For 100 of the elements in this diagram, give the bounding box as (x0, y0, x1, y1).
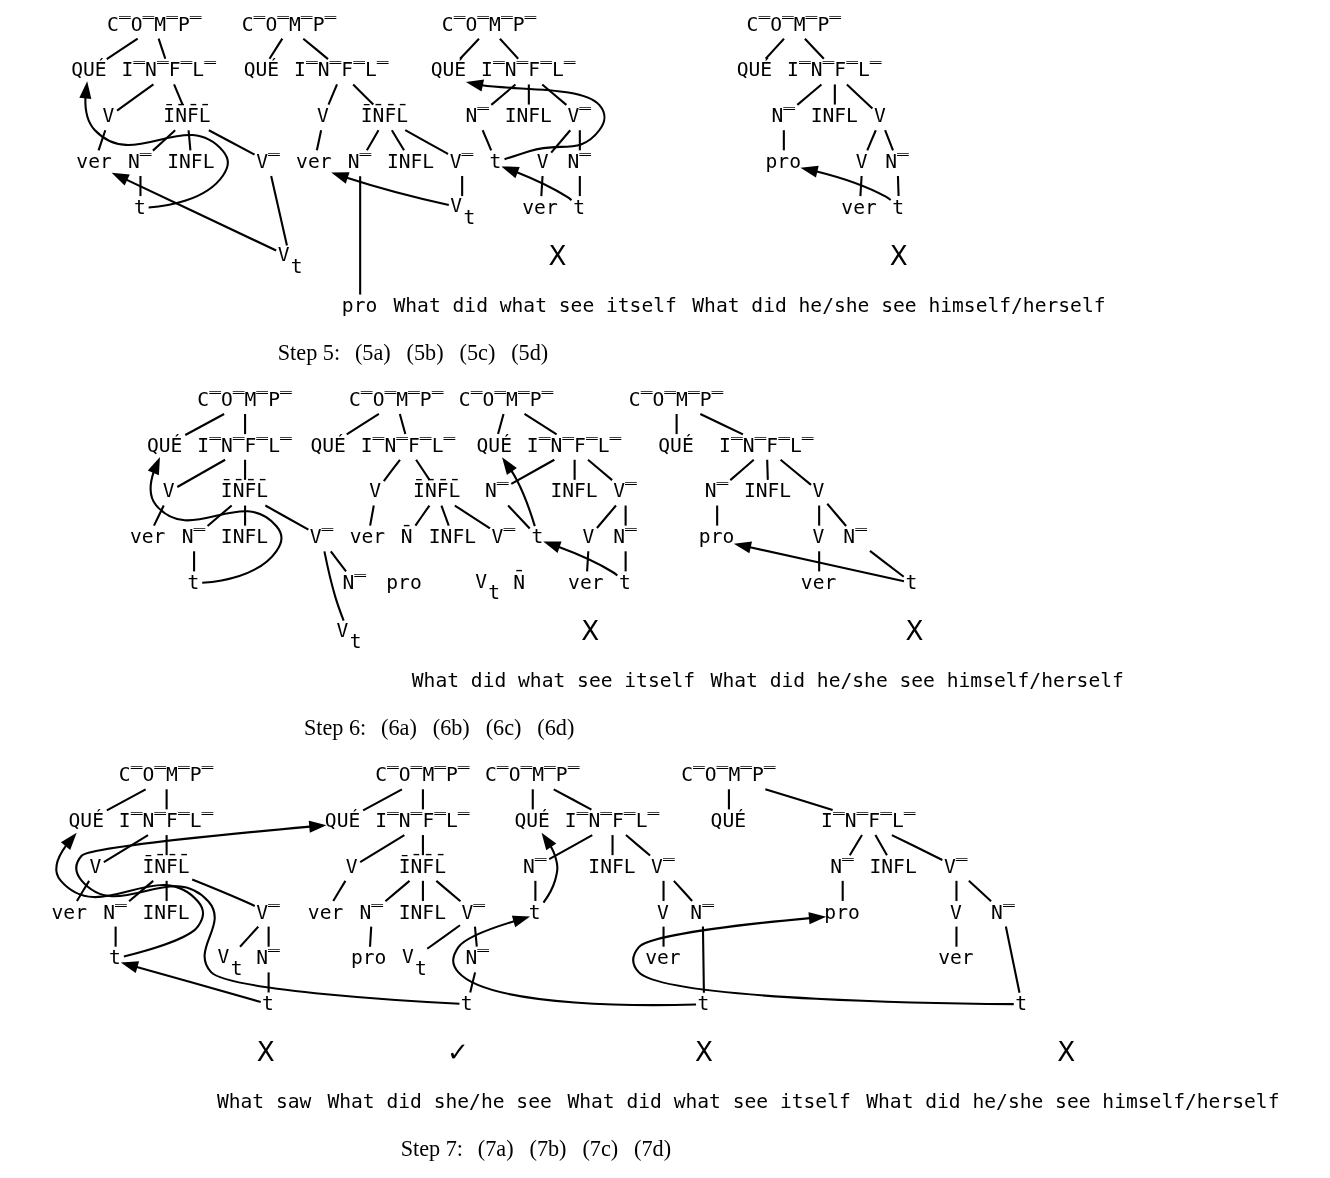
node-text: I̿N̿F̿L̿ (564, 809, 659, 832)
connector (453, 504, 491, 530)
node-text: C̿O̿M̿P̿ (196, 387, 292, 411)
node-text: pro (765, 149, 801, 173)
connector (890, 834, 943, 861)
arrow (451, 915, 696, 1007)
connector (481, 129, 492, 151)
connector (398, 413, 406, 435)
connector (315, 130, 322, 151)
node-text: QUÉ (736, 58, 772, 82)
node-text: V (873, 104, 886, 128)
connector (414, 459, 430, 481)
node-text: INFL (386, 149, 434, 173)
connector (765, 459, 769, 480)
node-text: C̿O̿M̿P̿ (458, 387, 553, 411)
connector (845, 83, 873, 110)
connector (848, 834, 863, 856)
connector (578, 176, 581, 197)
node-text: INFL (869, 854, 917, 878)
arrow (120, 961, 261, 1003)
node-text: QUÉ (146, 433, 182, 457)
label: What did she/he see (326, 1090, 552, 1114)
connector (841, 880, 844, 901)
connector (549, 129, 571, 154)
node-text: V̿ (255, 900, 280, 924)
connector (165, 835, 168, 856)
connector (435, 880, 461, 903)
connector (368, 926, 372, 947)
node-text: N̿ (342, 571, 366, 594)
connector (187, 130, 191, 151)
node-text: ver (307, 900, 343, 924)
node-text: QUÉ (710, 809, 746, 832)
connector (207, 129, 255, 156)
arrow (500, 166, 572, 201)
connector (701, 926, 705, 993)
connector (506, 504, 530, 530)
node-text: C̿O̿M̿P̿ (374, 763, 470, 787)
arrow (631, 912, 1014, 1006)
label: X (1056, 1037, 1075, 1068)
connector (191, 878, 255, 907)
node-text: ver (51, 900, 87, 924)
connector (152, 505, 165, 527)
node-text: ĪN̄F̄L̄ (162, 104, 211, 128)
label: (5d) (510, 339, 548, 365)
connector (165, 880, 168, 901)
node-text: N̿ (704, 479, 728, 503)
node-text: I̿N̿F̿L̿ (118, 809, 213, 832)
node-text: t (697, 992, 709, 1016)
node-text: QUÉ (324, 809, 360, 832)
arrow (465, 79, 606, 161)
node-text: pro (698, 525, 734, 549)
connector (817, 505, 820, 526)
node-text: C̿O̿M̿P̿ (484, 763, 579, 787)
node-text: ver (295, 149, 331, 173)
connector (359, 834, 405, 863)
connector (421, 835, 424, 856)
node-text: ĪN̄F̄L̄ (141, 854, 190, 878)
node-text: N̿ (689, 900, 714, 924)
node-text: ver (75, 149, 112, 173)
connector (421, 789, 424, 810)
connector (267, 926, 270, 947)
node-text: ĪN̄F̄L̄ (412, 479, 460, 503)
arrow (111, 172, 277, 252)
connector (764, 37, 785, 60)
connector (727, 789, 730, 810)
arrow (147, 456, 282, 584)
node-text: V (536, 149, 548, 173)
node-text: V (162, 479, 174, 503)
connector (327, 84, 338, 105)
node-text: C̿O̿M̿P̿ (628, 387, 723, 411)
connector (868, 550, 904, 578)
node-text: t (904, 571, 917, 594)
connector (873, 834, 888, 856)
connector (796, 83, 822, 106)
node-text: QUÉ (657, 433, 694, 457)
node-text: t (108, 946, 121, 970)
label: (7d) (633, 1136, 671, 1162)
node-text: V (656, 900, 669, 924)
connector (662, 926, 665, 947)
node-text: N̿ (990, 900, 1015, 924)
node-text: V (855, 149, 868, 173)
connector (552, 788, 592, 811)
connector (102, 834, 149, 863)
connector (426, 924, 461, 950)
node-text: N̿ (181, 525, 205, 549)
connector (138, 176, 141, 197)
connector (439, 505, 450, 526)
label: What saw (216, 1090, 311, 1114)
connector (967, 880, 992, 902)
node-text: ĪN̄F̄L̄ (398, 854, 446, 878)
connector (954, 880, 957, 901)
node-text: N̿ (102, 900, 127, 924)
label: (6b) (432, 714, 470, 740)
node-text: I̿N̿F̿L̿ (293, 58, 389, 82)
node-text: N̄ (400, 525, 412, 549)
node-text: INFL (810, 104, 858, 128)
node-text: C̿O̿M̿P̿ (441, 12, 536, 36)
connector (624, 834, 651, 857)
node-text: V (102, 104, 114, 128)
node-text: pro (823, 900, 860, 924)
